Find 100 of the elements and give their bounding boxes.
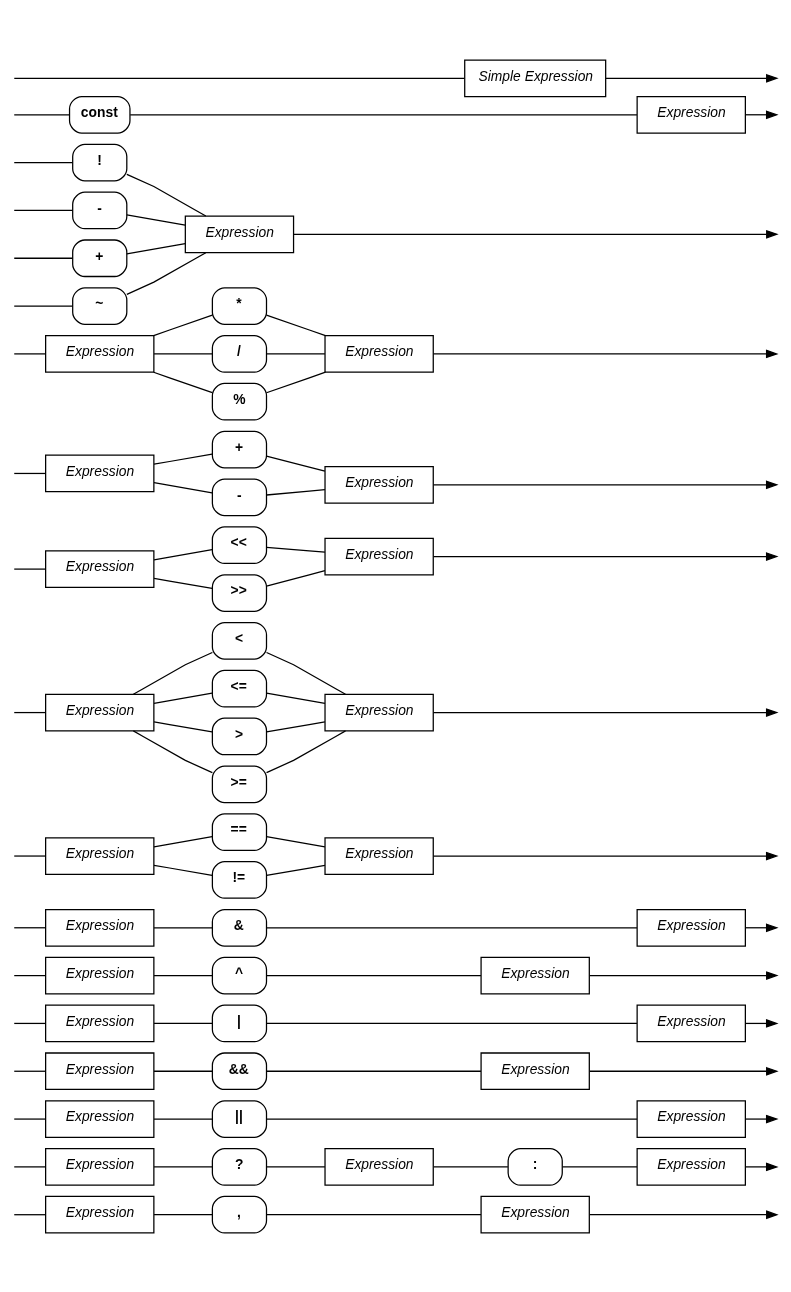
node-box: ! [72, 143, 128, 181]
connector [153, 371, 213, 393]
arrow [589, 1066, 779, 1076]
node-box: % [211, 382, 268, 421]
connector [153, 481, 213, 493]
node-box: Expression [45, 693, 155, 731]
arrow [744, 1114, 779, 1123]
connector [265, 313, 327, 336]
node-box: == [211, 812, 268, 851]
connector [153, 1117, 213, 1120]
connector [13, 352, 46, 355]
node-box: Expression [480, 956, 590, 994]
connector [13, 1165, 46, 1168]
arrow [744, 922, 779, 932]
node-box: > [211, 717, 268, 755]
connector [153, 835, 213, 847]
node-box: Expression [324, 1147, 434, 1186]
node-box: Expression [45, 836, 155, 875]
connector [13, 1070, 46, 1072]
connector [153, 692, 213, 704]
arrow [432, 479, 779, 489]
node-box: >> [211, 573, 268, 612]
node-box: , [211, 1195, 268, 1234]
node-box: < [211, 621, 268, 660]
connector [13, 926, 46, 928]
node-box: ^ [211, 956, 268, 994]
connector [266, 926, 638, 928]
node-box: Expression [324, 836, 434, 875]
node-box: && [211, 1051, 268, 1090]
connector [266, 974, 482, 976]
node-box: Expression [45, 1195, 155, 1234]
connector [13, 854, 46, 857]
connector [13, 711, 46, 713]
connector [126, 251, 207, 295]
connector [153, 1070, 213, 1072]
node-box: * [211, 286, 268, 325]
node-box: != [211, 860, 268, 899]
connector [132, 729, 213, 773]
node-box: - [72, 191, 128, 229]
connector [265, 455, 326, 472]
arrow [432, 349, 779, 358]
connector [13, 304, 74, 307]
node-box: - [211, 478, 268, 516]
connector [265, 569, 326, 587]
arrow [292, 229, 779, 239]
node-box: Expression [636, 1147, 746, 1186]
connector [265, 864, 326, 876]
node-box: || [211, 1099, 268, 1138]
node-box: Expression [45, 1051, 155, 1090]
connector [129, 113, 638, 115]
connector [265, 371, 327, 393]
arrow [432, 851, 779, 860]
connector [265, 1165, 326, 1168]
connector [13, 257, 74, 259]
connector [153, 1022, 213, 1024]
connector [132, 651, 213, 695]
connector [266, 1213, 482, 1215]
node-box: Expression [45, 1004, 155, 1042]
connector [13, 472, 46, 474]
connector [153, 864, 213, 876]
arrow [432, 707, 779, 717]
connector [433, 1165, 509, 1168]
arrow [589, 1209, 779, 1219]
connector [13, 113, 70, 115]
connector [153, 577, 213, 589]
connector [153, 926, 213, 928]
connector [265, 692, 326, 704]
node-box: ? [211, 1147, 268, 1186]
node-box: Expression [324, 465, 434, 504]
connector [153, 1165, 213, 1168]
node-box: Expression [636, 908, 746, 947]
node-box: + [211, 430, 268, 468]
node-box: : [507, 1147, 563, 1186]
node-box: Expression [636, 1004, 746, 1042]
node-box: Expression [45, 1147, 155, 1186]
node-box: ~ [72, 286, 128, 325]
connector [153, 720, 213, 733]
connector [265, 729, 347, 773]
node-box: Expression [324, 693, 434, 731]
node-box: <= [211, 669, 268, 708]
node-box: Expression [45, 454, 155, 492]
node-box: Expression [324, 537, 434, 575]
node-box: Expression [636, 95, 746, 134]
node-box: / [211, 334, 268, 373]
arrow [432, 551, 779, 561]
node-box: Expression [480, 1051, 590, 1090]
connector [265, 720, 326, 733]
connector [13, 209, 74, 211]
connector [153, 548, 213, 560]
arrow [744, 1018, 779, 1028]
connector [265, 835, 326, 847]
connector [13, 1213, 46, 1215]
node-box: Expression [184, 214, 295, 253]
connector [126, 173, 207, 217]
connector [265, 352, 326, 355]
connector [266, 1022, 638, 1024]
connector [266, 1070, 482, 1072]
node-box: Expression [324, 334, 434, 373]
node-box: Expression [45, 908, 155, 947]
connector [153, 452, 213, 465]
